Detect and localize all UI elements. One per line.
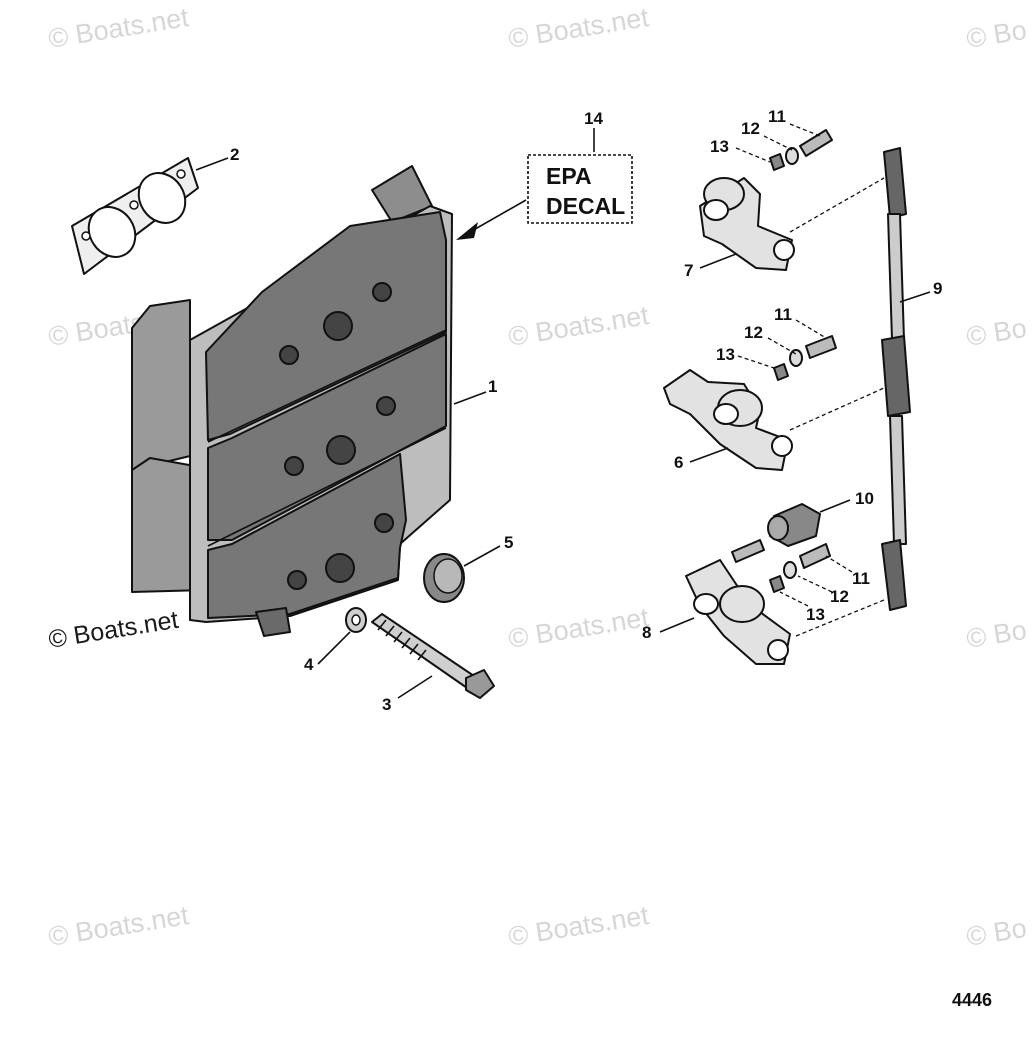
lower-hardware: [769, 543, 831, 593]
callout-4: 4: [304, 655, 314, 674]
callout-6: 6: [674, 453, 683, 472]
callout-10: 10: [855, 489, 874, 508]
washer-part: [345, 607, 367, 633]
callout-12: 12: [741, 119, 760, 138]
link-rod-part: [881, 147, 911, 611]
callout-7: 7: [684, 261, 693, 280]
watermark: © Bo: [964, 313, 1028, 352]
watermark: © Boats.net: [506, 2, 651, 54]
leader-lines: [195, 123, 931, 699]
callouts: 1 2 3 4 5 6 7 8 9 10 14 11 12 13 11 12 1…: [230, 107, 942, 714]
watermark: © Bo: [964, 913, 1028, 952]
upper-lever-part: [699, 177, 885, 271]
callout-12: 12: [830, 587, 849, 606]
callout-9: 9: [933, 279, 942, 298]
middle-hardware: [773, 335, 837, 381]
watermark: © Bo: [964, 15, 1028, 54]
decal-line-1: EPA: [546, 163, 592, 189]
sleeve-part: [767, 503, 821, 547]
callout-13: 13: [806, 605, 825, 624]
figure-number: 4446: [952, 990, 992, 1010]
watermark: © Boats.net: [46, 900, 191, 952]
callout-5: 5: [504, 533, 513, 552]
watermark: © Boats.net: [46, 2, 191, 54]
callout-11: 11: [774, 305, 792, 324]
callout-11: 11: [852, 569, 870, 588]
callout-3: 3: [382, 695, 391, 714]
gasket-part: [71, 157, 199, 275]
middle-lever-part: [663, 369, 885, 471]
callout-11: 11: [768, 107, 786, 126]
upper-hardware: [769, 129, 833, 171]
watermark: © Boats.net: [506, 900, 651, 952]
watermark: © Boats.net: [47, 606, 181, 654]
watermark: © Boats.net: [506, 602, 651, 654]
callout-13: 13: [710, 137, 729, 156]
lower-lever-part: [685, 539, 885, 665]
callout-14: 14: [584, 109, 603, 128]
callout-1: 1: [488, 377, 497, 396]
epa-decal-part: EPA DECAL: [456, 154, 633, 240]
watermark: © Boats.net: [506, 300, 651, 352]
callout-13: 13: [716, 345, 735, 364]
callout-2: 2: [230, 145, 239, 164]
callout-8: 8: [642, 623, 651, 642]
decal-line-2: DECAL: [546, 193, 625, 219]
bolt-part: [371, 613, 495, 699]
housing-part: [131, 165, 453, 637]
callout-12: 12: [744, 323, 763, 342]
plug-part: [423, 553, 465, 603]
watermark: © Bo: [964, 615, 1028, 654]
